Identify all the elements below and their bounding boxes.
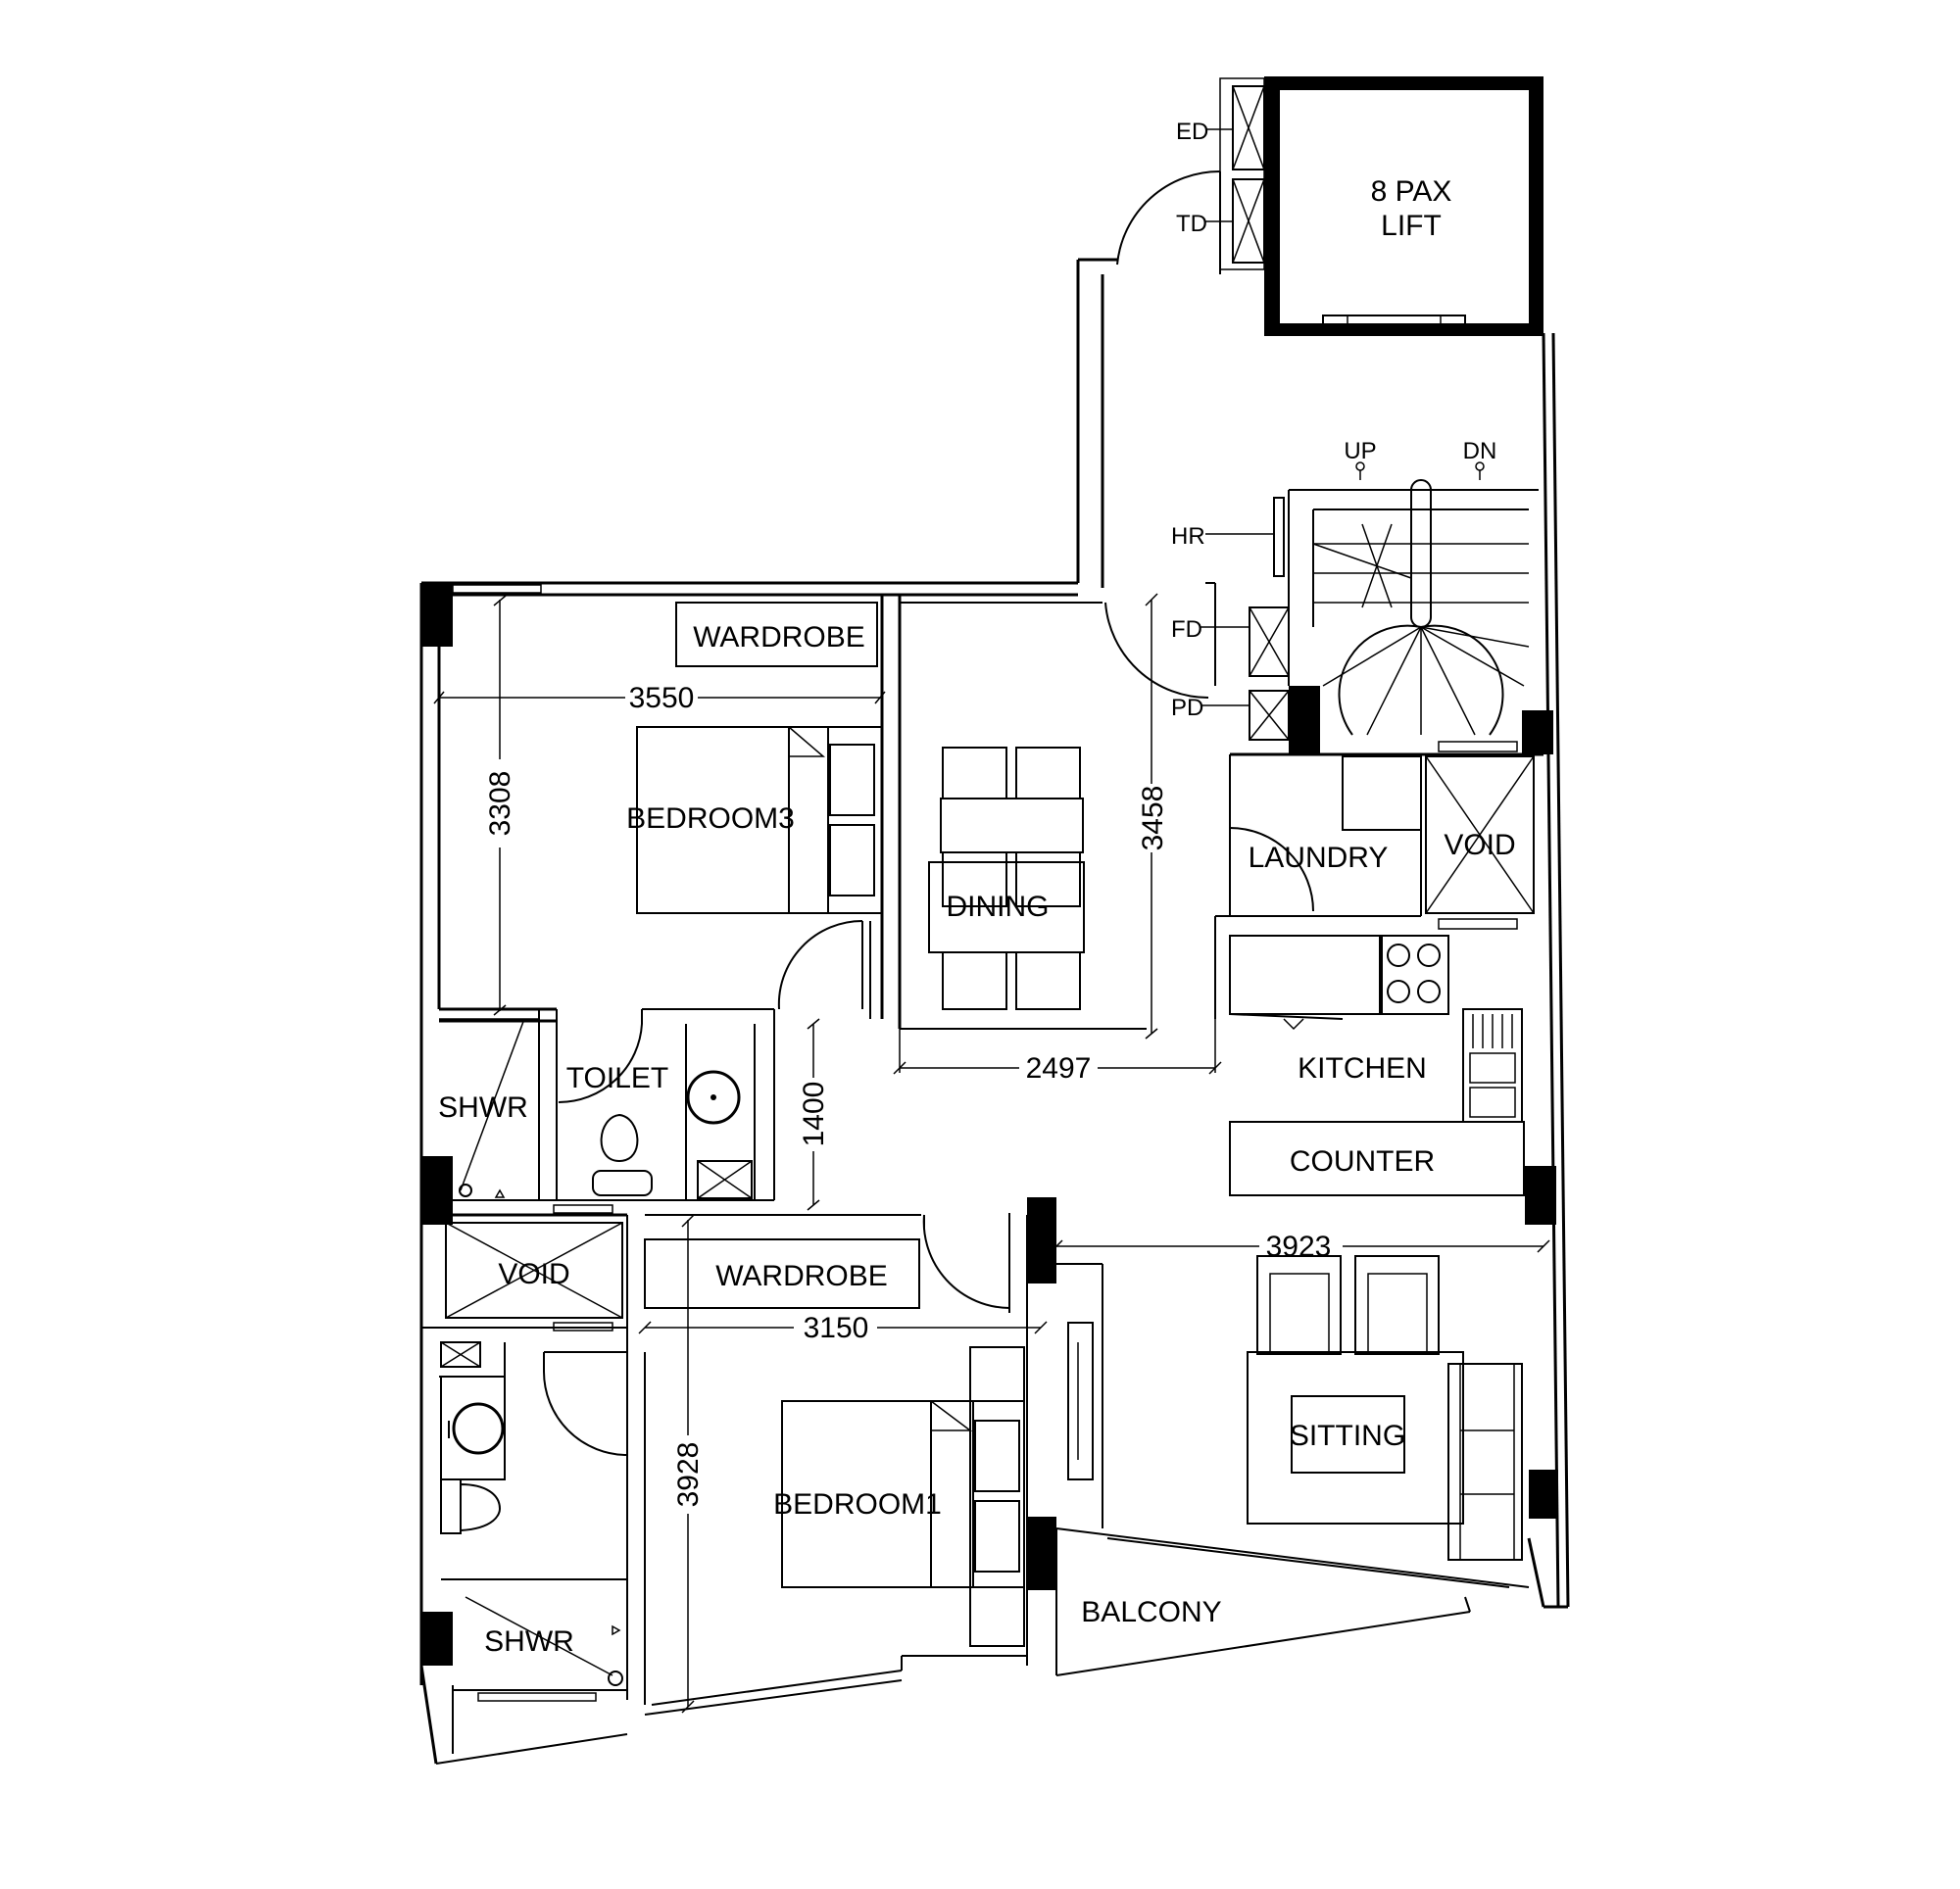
lift: 8 PAX LIFT: [1264, 76, 1544, 336]
dim-sitting-width: 3923: [1266, 1231, 1332, 1263]
lift-label-line1: 8 PAX: [1371, 175, 1452, 208]
kitchen-label: KITCHEN: [1298, 1052, 1427, 1085]
stair-dn-label: DN: [1463, 438, 1497, 464]
wardrobe-bottom-label: WARDROBE: [715, 1260, 888, 1292]
exterior-walls: [419, 258, 1570, 1685]
void-left-area: VOID SHWR: [419, 1204, 646, 1765]
td-label: TD: [1176, 211, 1207, 237]
toilet-label: TOILET: [566, 1062, 668, 1094]
balcony-label: BALCONY: [1081, 1596, 1221, 1628]
dim-dining-width: 2497: [1026, 1052, 1092, 1085]
dim-bedroom3-width: 3550: [629, 682, 695, 714]
sitting-label: SITTING: [1290, 1420, 1405, 1452]
dim-bedroom1-depth: 3928: [672, 1442, 705, 1508]
dimension-1400: 1400: [798, 1018, 830, 1211]
stair-up-label: UP: [1344, 438, 1376, 464]
toilet-area: TOILET SHWR: [438, 1008, 775, 1201]
dimension-2497: 2497: [893, 1019, 1222, 1085]
ed-label: ED: [1176, 119, 1208, 145]
dim-corridor: 1400: [798, 1082, 830, 1147]
shwr-bottom-label: SHWR: [484, 1625, 574, 1658]
columns: [421, 583, 1558, 1666]
dining-area: DINING: [900, 602, 1209, 1030]
bedroom1-area: WARDROBE BEDROOM1: [644, 1213, 1028, 1716]
laundry-area: LAUNDRY VOID: [1215, 741, 1544, 930]
lift-label-line2: LIFT: [1381, 210, 1442, 242]
bedroom1-label: BEDROOM1: [773, 1488, 942, 1521]
dining-label: DINING: [947, 891, 1050, 923]
dim-dining-depth: 3458: [1137, 786, 1169, 851]
hr-label: HR: [1171, 523, 1205, 550]
bedroom3-area: WARDROBE BEDROOM3: [439, 595, 902, 1029]
dimension-3923: 3923: [1050, 1231, 1550, 1263]
laundry-label: LAUNDRY: [1249, 842, 1389, 874]
shwr-top-label: SHWR: [438, 1091, 528, 1124]
wardrobe-top-label: WARDROBE: [693, 621, 865, 654]
staircase: UP DN HR FD PD: [1171, 438, 1539, 741]
counter-label: COUNTER: [1290, 1145, 1435, 1178]
dim-bedroom1-width: 3150: [804, 1312, 869, 1344]
dimension-3550: 3550: [433, 682, 886, 714]
dimension-3150: 3150: [638, 1312, 1048, 1344]
void-left-label: VOID: [498, 1258, 569, 1290]
dim-bedroom3-depth: 3308: [484, 771, 516, 837]
kitchen-area: KITCHEN COUNTER: [1214, 916, 1525, 1196]
dimension-3458: 3458: [1137, 593, 1169, 1040]
void-right-label: VOID: [1444, 829, 1515, 861]
dimension-3928: 3928: [672, 1214, 705, 1714]
dimension-3308: 3308: [484, 595, 516, 1016]
bedroom3-label: BEDROOM3: [626, 802, 795, 835]
sitting-area: SITTING BALCONY: [1055, 1255, 1530, 1676]
fd-label: FD: [1171, 616, 1202, 643]
pd-label: PD: [1171, 695, 1203, 721]
